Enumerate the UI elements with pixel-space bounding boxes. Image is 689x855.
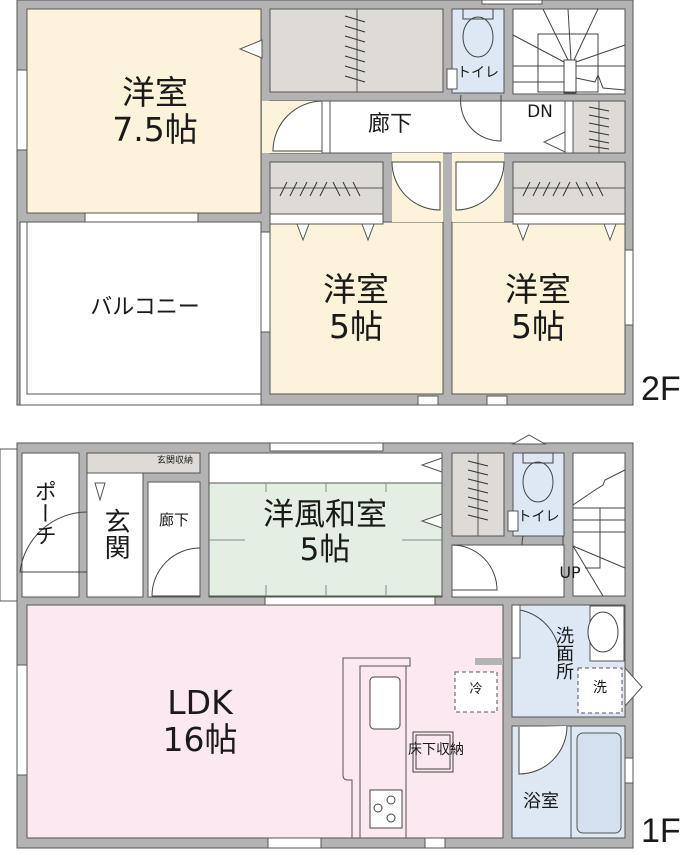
room-western-5-left [269,221,444,395]
room-name: 洋室 [323,270,389,309]
room-size: 16帖 [162,719,238,759]
room-label-entrance-storage: 玄関収納 [156,456,193,466]
room-label-hallway-2f: 廊下 [367,112,412,137]
room-label-ldk: LDK 16帖 [130,683,270,759]
floor-1f [0,434,643,849]
room-label-toilet-2f: トイレ [457,65,499,81]
room-label-bathroom: 浴室 [523,791,559,812]
room-size: 5帖 [329,306,383,346]
room-western-5-right [451,221,626,395]
room-label-western-5-right: 洋室 5帖 [478,270,598,346]
label-washer: 洗 [593,680,607,696]
room-name: 洋室 [505,270,571,309]
floor-tag-2f: 2F [641,370,681,408]
room-size: 5帖 [511,306,565,346]
room-label-hallway-1f: 廊下 [158,511,189,529]
porch[interactable] [21,452,80,598]
room-label-underfloor-storage: 床下収納 [408,742,464,758]
floor-2f [16,0,634,406]
room-name: 洋室 [122,73,188,112]
room-label-western-5-left: 洋室 5帖 [296,270,416,346]
room-name: LDK [167,683,233,722]
room-size: 5帖 [299,531,351,568]
stairs-label-up: UP [559,563,581,582]
room-label-toilet-1f: トイレ [517,509,560,525]
room-toilet-1f [512,452,565,537]
room-label-washroom: 洗面所 [553,626,575,680]
room-toilet-2f [451,8,505,94]
room-label-porch: ポーチ [30,480,56,546]
room-western-7-5 [26,8,262,214]
hallway-1f [147,481,201,598]
room-name: 洋風和室 [263,497,387,533]
stairs-1f[interactable] [572,452,626,597]
label-fridge: 冷 [469,682,483,697]
room-label-entrance: 玄関 [100,508,131,560]
floor-tag-1f: 1F [641,812,681,850]
stairs-label-dn: DN [527,102,553,122]
entrance-storage [86,452,201,474]
room-size: 7.5帖 [112,109,198,149]
room-label-western-7-5: 洋室 7.5帖 [95,73,215,149]
room-label-balcony: バルコニー [90,295,200,320]
room-label-japanese-western-5: 洋風和室 5帖 [240,498,410,567]
entrance [86,452,144,598]
room-ldk [26,604,504,839]
